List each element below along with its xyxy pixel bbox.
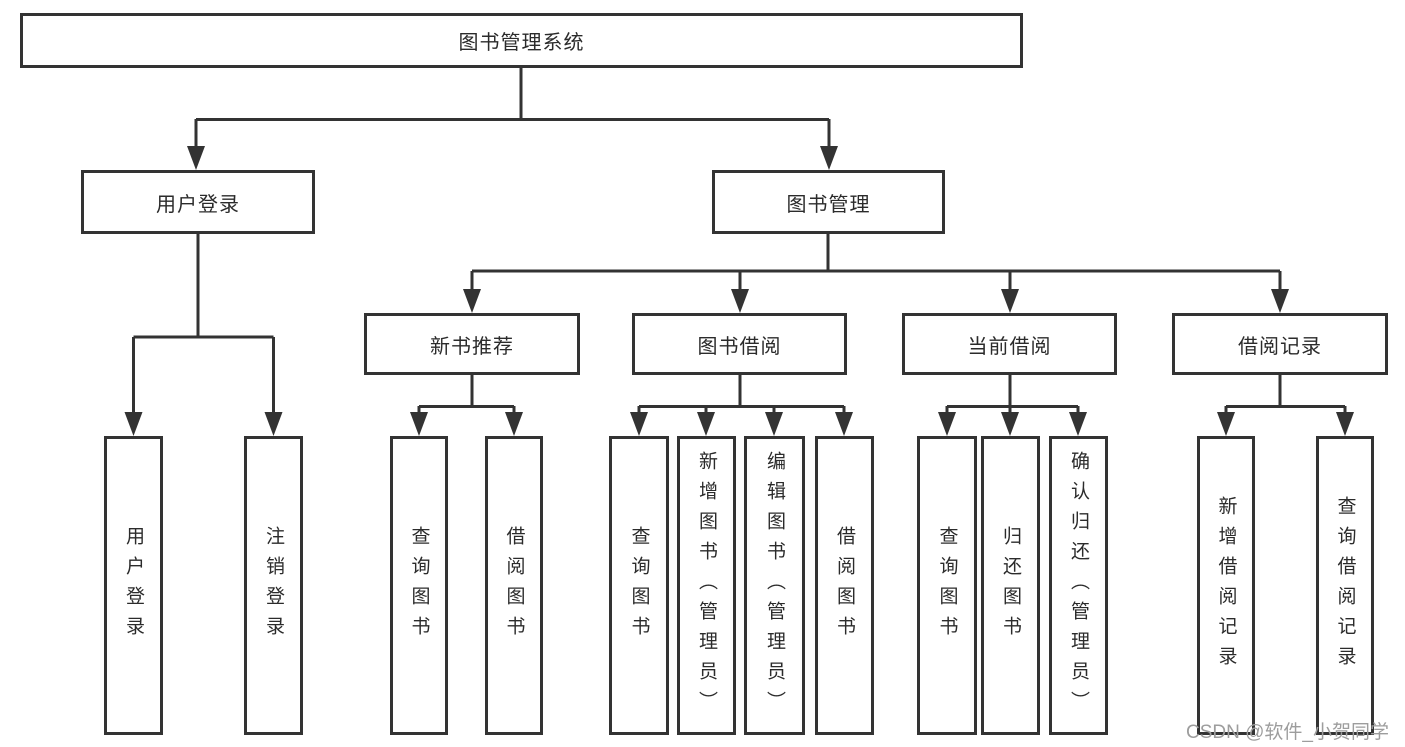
node-current-borrow-label: 当前借阅 bbox=[967, 335, 1052, 358]
node-borrow-records-label: 借阅记录 bbox=[1238, 335, 1322, 358]
arrow-down-icon bbox=[264, 412, 283, 436]
leaf-bookborrow-add-label: 新增图书（管理员） bbox=[696, 450, 717, 721]
leaf-bookborrow-query: 查询图书 bbox=[609, 436, 669, 735]
leaf-records-query-label: 查询借阅记录 bbox=[1334, 495, 1356, 676]
leaf-currentborrow-return-label: 归还图书 bbox=[1000, 525, 1021, 646]
arrow-down-icon bbox=[820, 146, 838, 170]
arrow-down-icon bbox=[1001, 289, 1019, 313]
leaf-newbooks-borrow-label: 借阅图书 bbox=[503, 525, 525, 646]
arrow-down-icon bbox=[505, 412, 523, 436]
arrow-down-icon bbox=[124, 412, 143, 436]
leaf-newbooks-query-label: 查询图书 bbox=[408, 525, 430, 646]
arrow-down-icon bbox=[630, 412, 648, 436]
node-book-borrow-label: 图书借阅 bbox=[697, 335, 782, 358]
leaf-currentborrow-confirm-label: 确认归还（管理员） bbox=[1068, 450, 1089, 721]
arrow-down-icon bbox=[410, 412, 428, 436]
arrow-down-icon bbox=[697, 412, 715, 436]
node-user-login-label: 用户登录 bbox=[156, 193, 240, 216]
leaf-bookborrow-query-label: 查询图书 bbox=[628, 525, 650, 646]
arrow-down-icon bbox=[1271, 289, 1289, 313]
leaf-records-add: 新增借阅记录 bbox=[1197, 436, 1255, 735]
arrow-down-icon bbox=[1336, 412, 1354, 436]
arrow-down-icon bbox=[187, 146, 205, 170]
leaf-currentborrow-return: 归还图书 bbox=[981, 436, 1040, 735]
leaf-bookborrow-edit-label: 编辑图书（管理员） bbox=[764, 450, 785, 721]
leaf-bookborrow-borrow-label: 借阅图书 bbox=[834, 525, 855, 646]
leaf-bookborrow-add: 新增图书（管理员） bbox=[677, 436, 736, 735]
leaf-newbooks-query: 查询图书 bbox=[390, 436, 448, 735]
node-book-management-label: 图书管理 bbox=[786, 193, 871, 216]
leaf-logout: 注销登录 bbox=[244, 436, 303, 735]
node-borrow-records: 借阅记录 bbox=[1172, 313, 1388, 375]
leaf-user-login-label: 用户登录 bbox=[123, 525, 144, 646]
arrow-down-icon bbox=[1217, 412, 1235, 436]
leaf-currentborrow-query-label: 查询图书 bbox=[936, 525, 958, 646]
node-root-label: 图书管理系统 bbox=[458, 32, 585, 54]
leaf-user-login: 用户登录 bbox=[104, 436, 163, 735]
arrow-down-icon bbox=[1001, 412, 1019, 436]
leaf-records-query: 查询借阅记录 bbox=[1316, 436, 1374, 735]
leaf-currentborrow-query: 查询图书 bbox=[917, 436, 977, 735]
node-new-book-recommend-label: 新书推荐 bbox=[430, 335, 514, 358]
arrow-down-icon bbox=[938, 412, 956, 436]
arrow-down-icon bbox=[1069, 412, 1087, 436]
node-user-login: 用户登录 bbox=[81, 170, 315, 234]
arrow-down-icon bbox=[463, 289, 481, 313]
node-book-borrow: 图书借阅 bbox=[632, 313, 847, 375]
leaf-currentborrow-confirm: 确认归还（管理员） bbox=[1049, 436, 1108, 735]
arrow-down-icon bbox=[765, 412, 783, 436]
leaf-logout-label: 注销登录 bbox=[263, 525, 284, 646]
node-book-management: 图书管理 bbox=[712, 170, 945, 234]
leaf-bookborrow-borrow: 借阅图书 bbox=[815, 436, 874, 735]
leaf-bookborrow-edit: 编辑图书（管理员） bbox=[744, 436, 805, 735]
leaf-newbooks-borrow: 借阅图书 bbox=[485, 436, 543, 735]
leaf-records-add-label: 新增借阅记录 bbox=[1215, 495, 1237, 676]
csdn-watermark: CSDN @软件_小贺同学 bbox=[1186, 722, 1389, 743]
node-current-borrow: 当前借阅 bbox=[902, 313, 1117, 375]
arrow-down-icon bbox=[731, 289, 749, 313]
arrow-down-icon bbox=[835, 412, 853, 436]
node-new-book-recommend: 新书推荐 bbox=[364, 313, 580, 375]
node-root: 图书管理系统 bbox=[20, 13, 1023, 68]
